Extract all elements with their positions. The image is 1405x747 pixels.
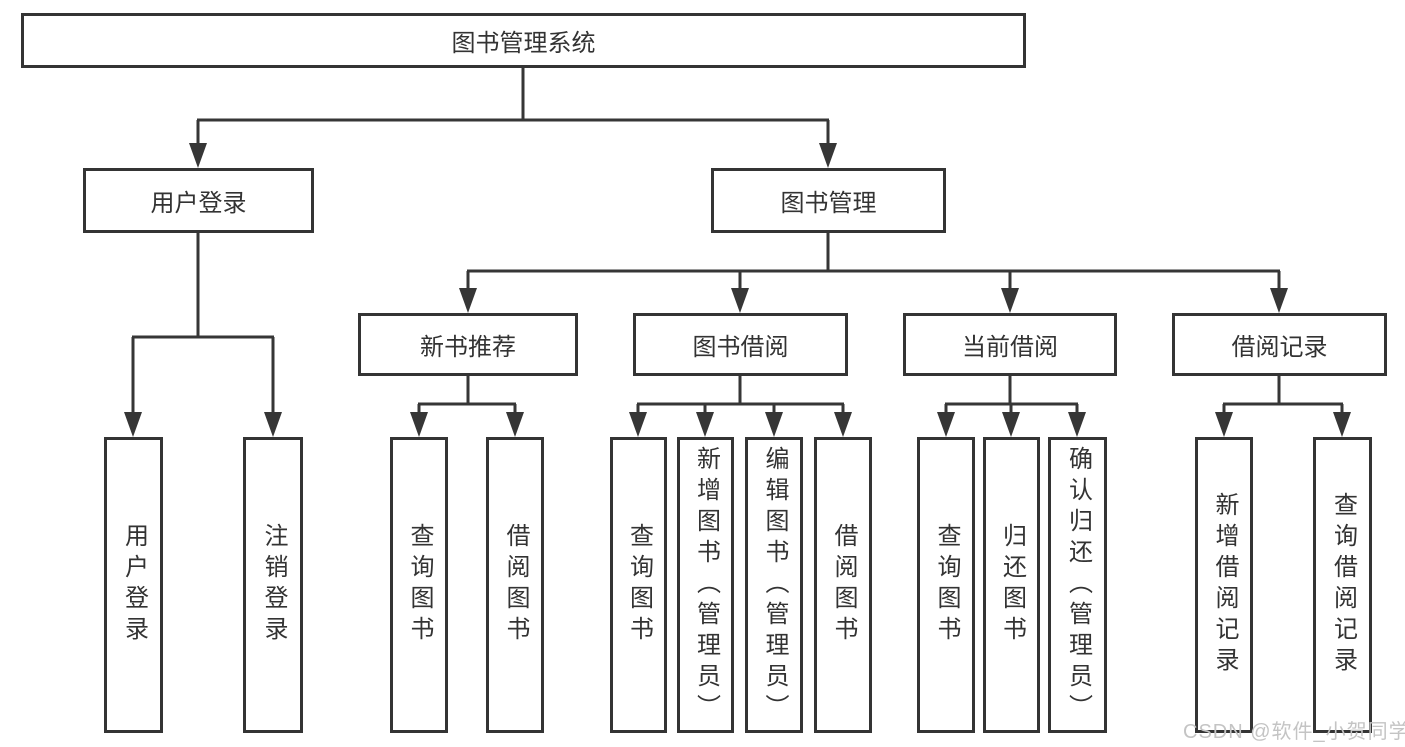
connector-book-mgmt-split bbox=[466, 233, 1281, 292]
leaf-add-book-admin: 新增图书（管理员） bbox=[677, 437, 734, 733]
arrow-down-icon bbox=[1270, 288, 1288, 313]
node-root-label: 图书管理系统 bbox=[451, 30, 596, 57]
arrow-down-icon bbox=[834, 412, 852, 437]
connector-records-split bbox=[1222, 376, 1344, 416]
arrow-down-icon bbox=[1068, 412, 1086, 437]
connector-current-borrow-split bbox=[944, 376, 1079, 416]
arrow-down-icon bbox=[1333, 412, 1351, 437]
arrow-down-icon bbox=[1002, 412, 1020, 437]
csdn-watermark: CSDN @软件_小贺同学 bbox=[1183, 721, 1405, 743]
leaf-return-books: 归还图书 bbox=[983, 437, 1040, 733]
arrow-down-icon bbox=[696, 412, 714, 437]
leaf-logout: 注销登录 bbox=[243, 437, 303, 733]
arrow-down-icon bbox=[1215, 412, 1233, 437]
arrow-down-icon bbox=[506, 412, 524, 437]
connector-new-book-split bbox=[417, 376, 517, 416]
arrow-down-icon bbox=[731, 288, 749, 313]
leaf-search-borrow-record: 查询借阅记录 bbox=[1313, 437, 1372, 733]
arrow-down-icon bbox=[410, 412, 428, 437]
connector-book-borrow-split bbox=[636, 376, 845, 416]
arrow-down-icon bbox=[819, 143, 837, 168]
arrow-down-icon bbox=[459, 288, 477, 313]
node-user-login-label: 用户登录 bbox=[150, 190, 247, 217]
arrow-down-icon bbox=[189, 143, 207, 168]
node-current-borrowing: 当前借阅 bbox=[903, 313, 1117, 376]
node-borrowing-records-label: 借阅记录 bbox=[1231, 334, 1328, 361]
node-book-management-label: 图书管理 bbox=[780, 190, 877, 217]
node-root: 图书管理系统 bbox=[21, 13, 1026, 68]
leaf-edit-book-admin: 编辑图书（管理员） bbox=[745, 437, 803, 733]
arrow-down-icon bbox=[264, 412, 282, 437]
leaf-search-books-current: 查询图书 bbox=[917, 437, 975, 733]
node-book-borrowing: 图书借阅 bbox=[633, 313, 848, 376]
leaf-search-books-recommend: 查询图书 bbox=[390, 437, 448, 733]
arrow-down-icon bbox=[629, 412, 647, 437]
leaf-search-books-borrowing: 查询图书 bbox=[610, 437, 667, 733]
connector-root-split bbox=[196, 68, 830, 148]
node-book-borrowing-label: 图书借阅 bbox=[692, 334, 789, 361]
leaf-borrow-books-borrowing: 借阅图书 bbox=[814, 437, 872, 733]
leaf-add-borrow-record: 新增借阅记录 bbox=[1195, 437, 1253, 733]
node-new-book-recommend: 新书推荐 bbox=[358, 313, 578, 376]
arrow-down-icon bbox=[1001, 288, 1019, 313]
arrow-down-icon bbox=[937, 412, 955, 437]
connector-user-login-split bbox=[131, 233, 275, 416]
arrow-down-icon bbox=[124, 412, 142, 437]
leaf-borrow-books-recommend: 借阅图书 bbox=[486, 437, 544, 733]
node-user-login: 用户登录 bbox=[83, 168, 314, 233]
leaf-user-login: 用户登录 bbox=[104, 437, 163, 733]
node-current-borrowing-label: 当前借阅 bbox=[962, 334, 1058, 361]
node-new-book-recommend-label: 新书推荐 bbox=[420, 334, 516, 361]
node-book-management: 图书管理 bbox=[711, 168, 946, 233]
arrow-down-icon bbox=[765, 412, 783, 437]
arrowheads bbox=[124, 143, 1351, 437]
node-borrowing-records: 借阅记录 bbox=[1172, 313, 1387, 376]
leaf-confirm-return-admin: 确认归还（管理员） bbox=[1048, 437, 1107, 733]
